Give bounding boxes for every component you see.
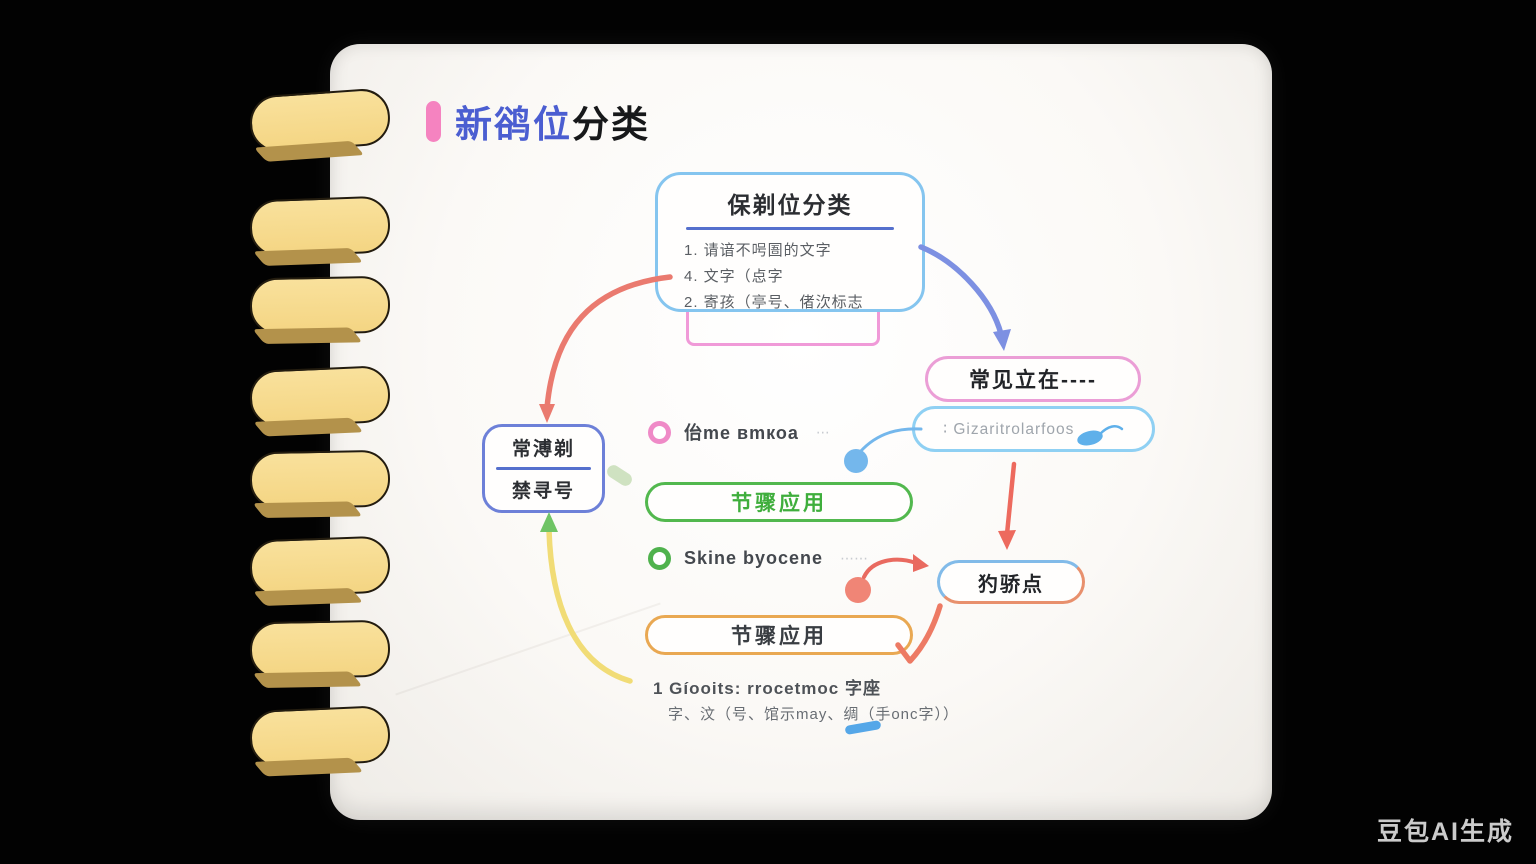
bullet-1-label: 佁me вmкоa (684, 423, 799, 443)
pink-open-rect (686, 306, 880, 346)
top-box-item: 1. 请谙不呺圄的文字 (684, 242, 832, 259)
bullet-2-dots: ⋯⋯ (840, 550, 869, 566)
spiral-tab (249, 619, 391, 680)
spiral-tab (249, 195, 391, 258)
bullet-1-dots: ⋯ (815, 423, 830, 440)
spiral-tab (249, 449, 391, 510)
title-accent-bar-icon (426, 100, 441, 142)
node-green-box: 节骤应用 (645, 482, 913, 522)
spiral-tab (248, 364, 392, 429)
spiral-tab (248, 704, 392, 769)
bullet-2-label: Skine byocene (684, 548, 824, 568)
bullet-item-2: Skine byocene ⋯⋯ (648, 547, 868, 570)
green-ring-icon (648, 547, 671, 570)
node-pink-box: 常见立在---- (925, 356, 1141, 402)
node-left-box: 常溥剃 禁寻号 (482, 424, 605, 513)
node-capsule: ∶ Gizaritrolarfoos (912, 406, 1155, 452)
top-box-title: 保剃位分类 (727, 192, 853, 218)
title-highlight: 新鹆位 (455, 104, 572, 145)
left-box-divider (495, 467, 592, 470)
left-box-top-label: 常溥剃 (511, 438, 575, 460)
spiral-tab (248, 87, 392, 154)
spiral-tab (249, 275, 391, 336)
spiral-tab (249, 535, 391, 598)
left-box-bottom-label: 禁寻号 (511, 481, 575, 503)
capsule-label: ∶ Gizaritrolarfoos (943, 420, 1075, 438)
bullet-item-1: 佁me вmкоa ⋯ (648, 419, 830, 445)
top-box-item: 2. 寄孩（亭号、偖㳄标志 (684, 294, 864, 311)
node-orange-box: 节骤应用 (645, 615, 913, 655)
footnote-line-1: 1 Gíooits: rrocetmoc 字座 (653, 679, 881, 698)
top-box-underline (686, 227, 894, 230)
footnote-line-2: 字、汶（号、馆示may、绸（手onc字）） (668, 706, 960, 723)
title-rest: 分类 (572, 104, 650, 145)
pink-ring-icon (648, 420, 671, 444)
ai-watermark: 豆包AI生成 (1376, 818, 1514, 846)
node-top-box: 保剃位分类 1. 请谙不呺圄的文字 4. 文字（㤐字 2. 寄孩（亭号、偖㳄标志 (655, 172, 925, 312)
top-box-item: 4. 文字（㤐字 (684, 268, 784, 285)
page-title: 新鹆位 分类 (426, 94, 650, 148)
node-dual-color-box: 犳骄点 (937, 560, 1085, 604)
